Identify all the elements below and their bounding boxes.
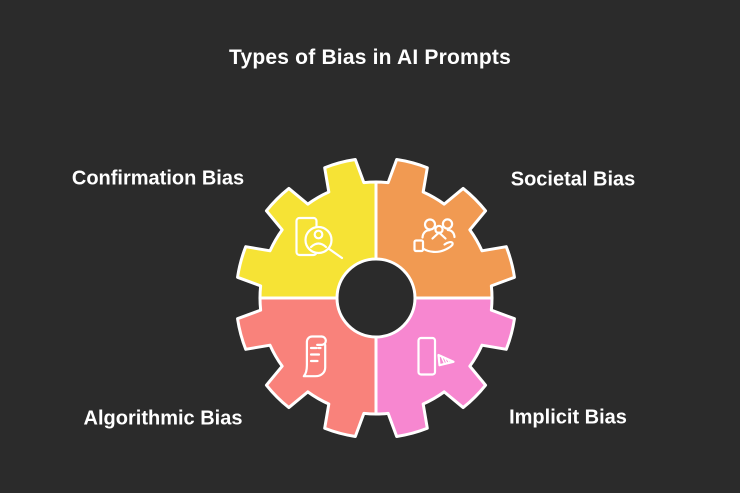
label-societal-bias: Societal Bias: [510, 168, 636, 191]
hatch-line-1: [440, 356, 446, 365]
person-shoulders: [309, 242, 328, 249]
gear-diagram: [236, 158, 516, 438]
scroll-top-curl: [316, 335, 327, 346]
right-person-body: [446, 228, 456, 239]
label-algorithmic-bias: Algorithmic Bias: [83, 407, 243, 430]
diagram-title: Types of Bias in AI Prompts: [229, 46, 511, 69]
profile-search-icon: [295, 216, 344, 260]
person-head: [313, 229, 324, 240]
left-person-head: [423, 218, 437, 231]
shape-reveal-icon: [417, 336, 455, 376]
visible-bar: [417, 336, 437, 376]
scroll-sheet: [302, 335, 327, 378]
hand-cuff: [413, 239, 425, 253]
magnifier-handle: [327, 247, 344, 260]
center-person-body: [431, 231, 447, 240]
hatch-line-3: [446, 358, 450, 364]
gear-segment-confirmation-bias: [236, 158, 378, 300]
hand-palm: [421, 240, 454, 253]
label-confirmation-bias: Confirmation Bias: [71, 167, 245, 190]
right-person-head: [441, 218, 454, 230]
hatch-line-2: [443, 357, 448, 364]
gear-segment-implicit-bias: [374, 296, 516, 438]
left-person-body: [421, 229, 431, 239]
people-in-hand-icon: [413, 218, 456, 253]
scroll-icon: [302, 335, 327, 378]
label-implicit-bias: Implicit Bias: [509, 406, 627, 429]
